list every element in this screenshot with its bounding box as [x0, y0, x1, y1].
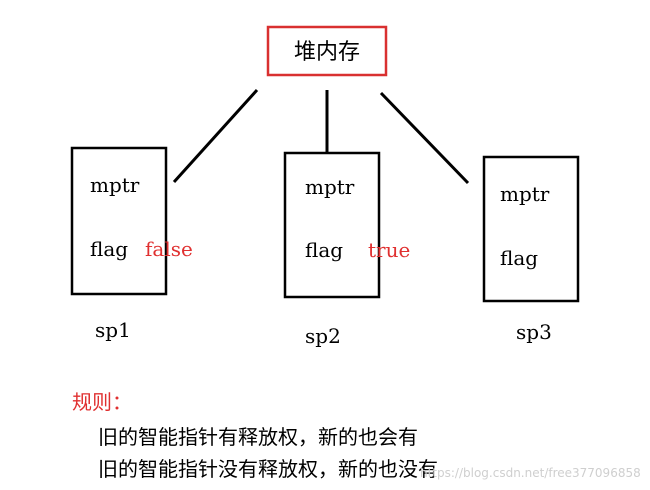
object-box-sp2 [283, 151, 381, 299]
field-flag-sp1: flag [90, 237, 128, 261]
object-name-sp2: sp2 [305, 324, 341, 348]
object-name-sp3: sp3 [516, 320, 552, 344]
field-mptr-sp1: mptr [90, 173, 140, 197]
field-mptr-sp3: mptr [500, 182, 550, 206]
flag-value-sp2: true [368, 238, 410, 262]
flag-value-sp1: false [145, 237, 193, 261]
watermark: https://blog.csdn.net/free377096858 [420, 466, 641, 480]
object-name-sp1: sp1 [95, 318, 131, 342]
object-box-sp1 [70, 146, 168, 296]
connector-sp3 [379, 91, 470, 185]
heap-label: 堆内存 [294, 40, 360, 65]
connector-sp1 [172, 88, 259, 184]
field-mptr-sp2: mptr [305, 175, 355, 199]
object-box-sp3 [482, 155, 580, 303]
field-flag-sp3: flag [500, 246, 538, 270]
heap-box [266, 25, 388, 77]
field-flag-sp2: flag [305, 238, 343, 262]
